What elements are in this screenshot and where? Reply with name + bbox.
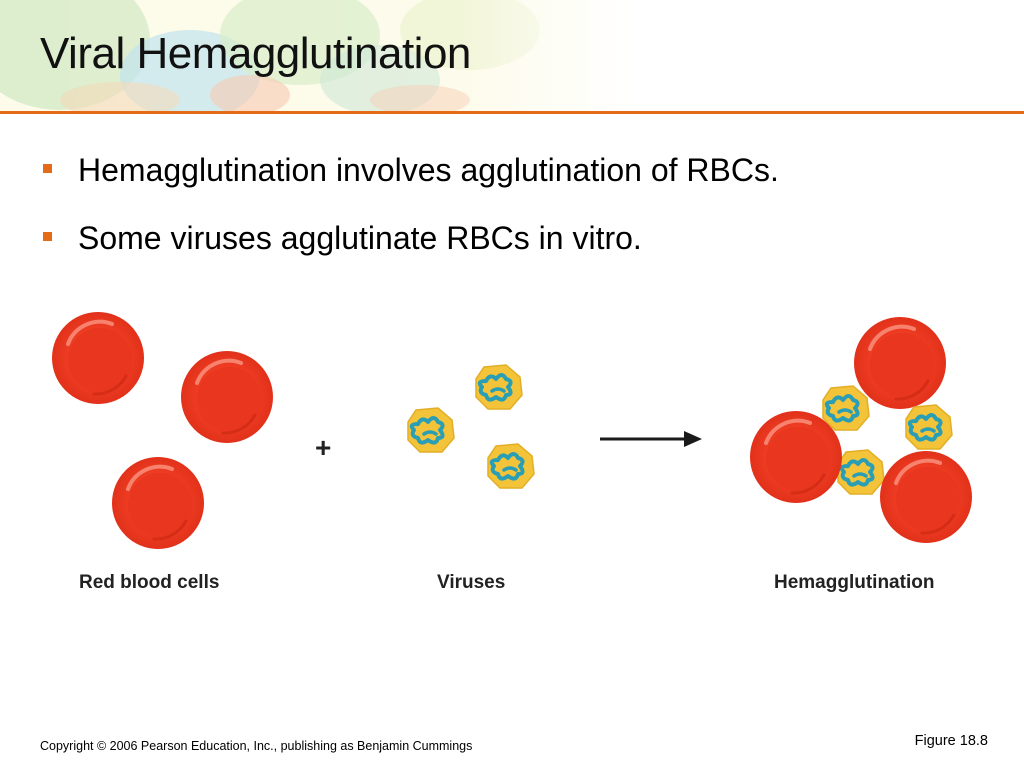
bullet-text: Hemagglutination involves agglutination … [78,152,779,188]
virus-particle [821,384,871,432]
bullet-marker-icon [43,232,52,241]
caption-hemagglutination: Hemagglutination [774,572,935,593]
figure-reference: Figure 18.8 [914,733,988,749]
bullet-text: Some viruses agglutinate RBCs in vitro. [78,220,642,256]
header-background-image [0,0,1024,112]
figure-illustration [50,310,974,551]
copyright-notice: Copyright © 2006 Pearson Education, Inc.… [40,739,473,753]
bullet-marker-icon [43,164,52,173]
red-blood-cells-group [50,310,275,551]
viruses-group [406,363,536,490]
virus-particle [406,406,456,454]
virus-particle [474,363,524,411]
virus-particle [486,442,536,490]
red-blood-cell [50,310,146,406]
caption-viruses: Viruses [437,572,506,593]
arrow-icon [600,431,702,447]
red-blood-cell [852,315,948,411]
red-blood-cell [110,455,206,551]
red-blood-cell [179,349,275,445]
red-blood-cell [748,409,844,505]
virus-particle [836,448,886,496]
title-divider [0,111,1024,114]
plus-sign: + [315,432,332,463]
caption-red-blood-cells: Red blood cells [79,572,220,593]
virus-particle [904,403,954,451]
bullet-item: Some viruses agglutinate RBCs in vitro. [40,218,779,286]
header-banner: Viral Hemagglutination [0,0,1024,112]
bullet-list: Hemagglutination involves agglutination … [40,150,779,286]
hemagglutination-cluster [748,315,974,545]
red-blood-cell [878,449,974,545]
slide-title: Viral Hemagglutination [40,29,471,78]
bullet-item: Hemagglutination involves agglutination … [40,150,779,218]
